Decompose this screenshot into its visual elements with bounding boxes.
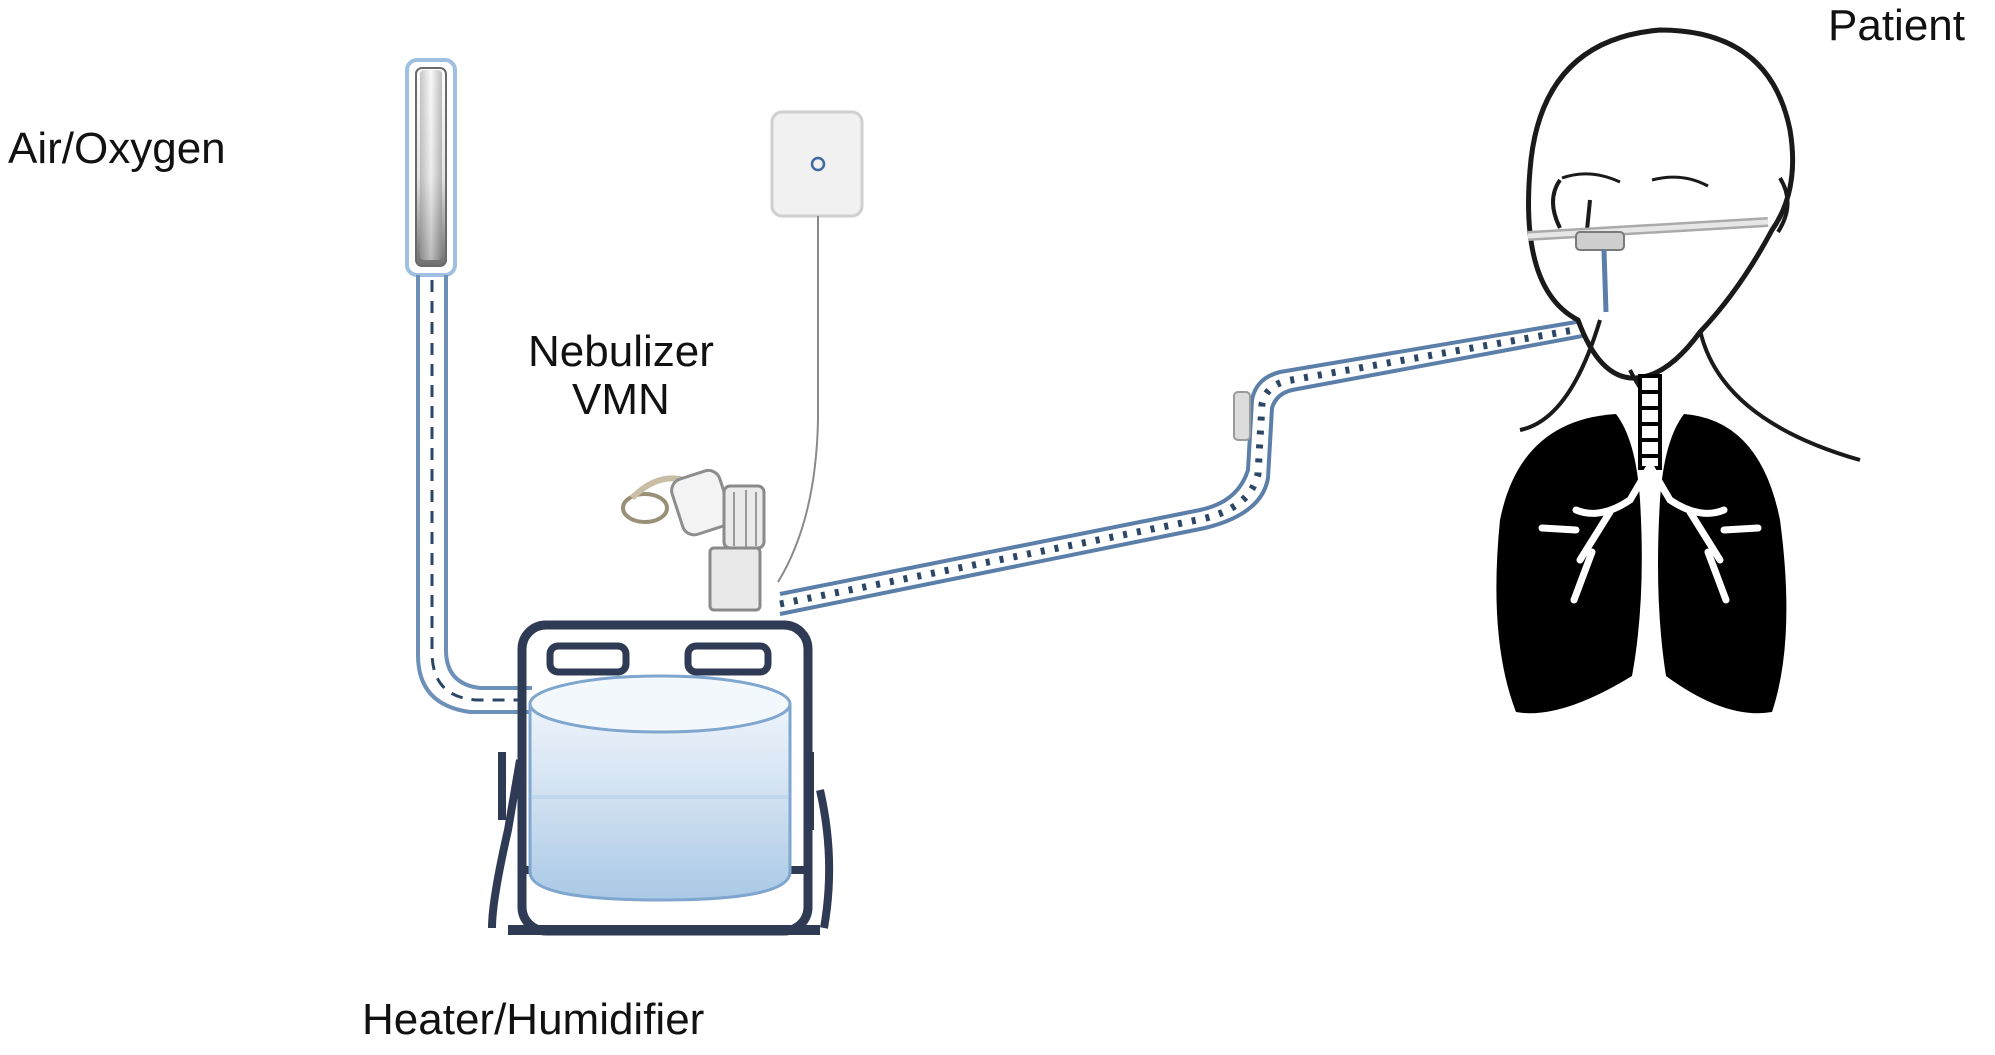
patient: [1519, 27, 1861, 462]
patient-label: Patient: [1828, 1, 1965, 50]
air-oxygen-label: Air/Oxygen: [8, 124, 226, 173]
heater-humidifier-label: Heater/Humidifier: [362, 995, 705, 1044]
nasal-cannula: [1527, 217, 1769, 313]
nebulizer-controller: [770, 110, 864, 583]
nebulizer-label: Nebulizer VMN: [528, 327, 714, 425]
nebulizer-label-line1: Nebulizer: [528, 327, 714, 376]
nebulizer-label-line2: VMN: [572, 375, 670, 425]
water-chamber: [528, 674, 792, 902]
lungs: [1496, 414, 1787, 714]
vibrating-mesh-nebulizer: [621, 468, 766, 612]
air-oxygen-source: [405, 58, 457, 277]
trachea: [1638, 374, 1662, 470]
supply-tube: [416, 275, 532, 714]
delivery-tube: [779, 316, 1605, 616]
